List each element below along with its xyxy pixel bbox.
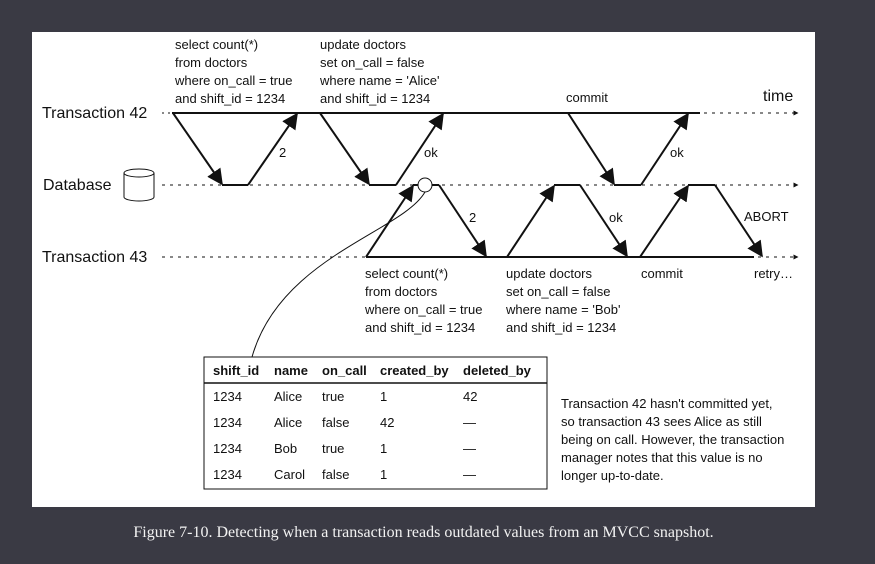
t42-response-ok: ok: [424, 145, 438, 160]
table-cell: —: [463, 467, 476, 482]
table-border: [203, 356, 548, 490]
figure-caption: Figure 7-10. Detecting when a transactio…: [133, 524, 714, 541]
t43-query2-line: set on_call = false: [506, 284, 610, 299]
stale-read-marker: [417, 177, 433, 193]
t43-request-arrows: [365, 184, 689, 258]
t43-update-query: update doctors set on_call = false where…: [505, 266, 620, 335]
table-cell: false: [322, 467, 349, 482]
note-line: being on call. However, the transaction: [561, 432, 784, 447]
figure-panel: Transaction 42 Database Transaction 43 t…: [32, 32, 815, 507]
table-row: 1234 Bob true 1 —: [213, 441, 476, 456]
note-line: Transaction 42 hasn't committed yet,: [561, 396, 773, 411]
t43-query1-line: from doctors: [365, 284, 438, 299]
t43-query1-line: and shift_id = 1234: [365, 320, 475, 335]
transaction-43-label: Transaction 43: [42, 249, 147, 266]
table-header-cell: created_by: [380, 363, 449, 378]
note-line: longer up-to-date.: [561, 468, 664, 483]
t43-query2-line: update doctors: [506, 266, 593, 281]
table-cell: 1: [380, 467, 387, 482]
table-row: 1234 Alice true 1 42: [213, 389, 477, 404]
t42-query1-line: from doctors: [175, 55, 248, 70]
table-cell: 1234: [213, 415, 242, 430]
t42-query1-line: select count(*): [175, 37, 258, 52]
table-header-cell: on_call: [322, 363, 367, 378]
mvcc-diagram: Transaction 42 Database Transaction 43 t…: [42, 37, 799, 490]
t42-commit-ok: ok: [670, 145, 684, 160]
table-cell: Alice: [274, 389, 302, 404]
database-icon: [123, 168, 155, 202]
t43-response-count: 2: [469, 210, 476, 225]
t42-request-arrows: [172, 112, 615, 186]
table-row: 1234 Alice false 42 —: [213, 415, 476, 430]
table-cell: Bob: [274, 441, 297, 456]
table-cell: 1: [380, 441, 387, 456]
table-row: 1234 Carol false 1 —: [213, 467, 476, 482]
note-line: so transaction 43 sees Alice as still: [561, 414, 762, 429]
t42-commit-label: commit: [566, 90, 608, 105]
table-cell: 1: [380, 389, 387, 404]
transaction-42-label: Transaction 42: [42, 105, 147, 122]
t42-update-query: update doctors set on_call = false where…: [319, 37, 440, 106]
t43-commit-label: commit: [641, 266, 683, 281]
table-cell: Alice: [274, 415, 302, 430]
table-cell: true: [322, 441, 344, 456]
mvcc-table: shift_id name on_call created_by deleted…: [203, 356, 548, 490]
table-cell: 1234: [213, 467, 242, 482]
table-cell: 1234: [213, 441, 242, 456]
t43-query2-line: and shift_id = 1234: [506, 320, 616, 335]
table-cell: —: [463, 441, 476, 456]
table-header-row: shift_id name on_call created_by deleted…: [213, 363, 532, 378]
t42-query2-line: where name = 'Alice': [319, 73, 440, 88]
table-cell: 42: [380, 415, 394, 430]
table-header-cell: name: [274, 363, 308, 378]
callout-curve: [251, 191, 426, 358]
table-cell: true: [322, 389, 344, 404]
t42-select-query: select count(*) from doctors where on_ca…: [174, 37, 292, 106]
database-label: Database: [43, 177, 112, 194]
t43-query1-line: where on_call = true: [364, 302, 482, 317]
note-line: manager notes that this value is no: [561, 450, 763, 465]
abort-label: ABORT: [744, 209, 789, 224]
explanation-note: Transaction 42 hasn't committed yet, so …: [561, 396, 784, 483]
t42-response-arrows: [247, 112, 689, 186]
t42-query1-line: and shift_id = 1234: [175, 91, 285, 106]
t42-query2-line: update doctors: [320, 37, 407, 52]
table-cell: false: [322, 415, 349, 430]
t42-response-count: 2: [279, 145, 286, 160]
table-header-cell: deleted_by: [463, 363, 532, 378]
t43-select-query: select count(*) from doctors where on_ca…: [364, 266, 482, 335]
table-cell: —: [463, 415, 476, 430]
table-cell: Carol: [274, 467, 305, 482]
t43-retry-label: retry…: [754, 266, 793, 281]
t42-query2-line: set on_call = false: [320, 55, 424, 70]
t42-query1-line: where on_call = true: [174, 73, 292, 88]
t43-response-ok: ok: [609, 210, 623, 225]
t43-response-arrows: [438, 184, 763, 258]
t43-query1-line: select count(*): [365, 266, 448, 281]
t43-query2-line: where name = 'Bob': [505, 302, 620, 317]
table-cell: 42: [463, 389, 477, 404]
t42-query2-line: and shift_id = 1234: [320, 91, 430, 106]
table-header-cell: shift_id: [213, 363, 259, 378]
time-label: time: [763, 88, 793, 105]
table-cell: 1234: [213, 389, 242, 404]
